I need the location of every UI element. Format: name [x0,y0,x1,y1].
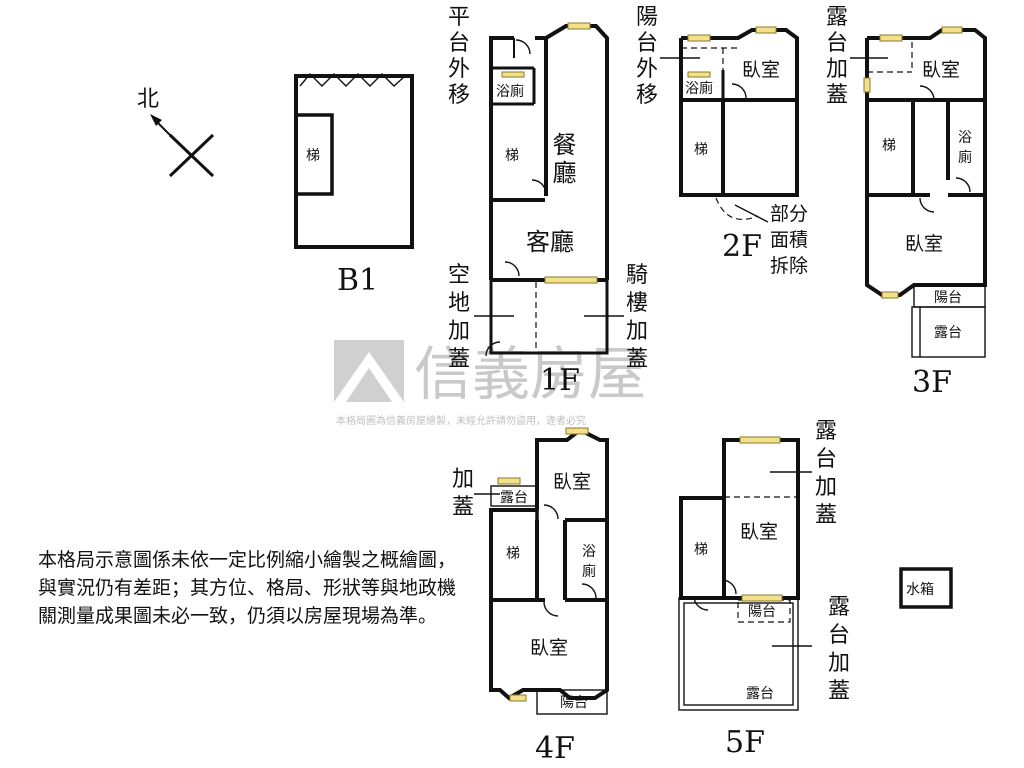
svg-text:加: 加 [448,319,470,344]
5f-bedroom-label: 臥室 [740,521,778,543]
1f-note-platform: 平 台 外 移 [448,5,470,108]
svg-text:台: 台 [828,623,850,648]
1f-stair-label: 梯 [505,148,519,164]
3f-bath-label-2: 廁 [958,149,972,166]
svg-text:加: 加 [452,467,474,492]
svg-text:蓋: 蓋 [826,83,848,108]
3f-terrace-label: 露台 [934,325,962,341]
1f-bath-label: 浴廁 [496,83,524,100]
svg-text:外: 外 [636,57,658,82]
svg-text:蓋: 蓋 [626,347,648,372]
floor-4f: 臥室 露台 梯 浴 廁 臥室 陽台 加 蓋 4F [452,427,609,766]
svg-text:台: 台 [826,31,848,56]
2f-floor-label: 2F [722,229,762,264]
floor-5f: 梯 臥室 陽台 露台 露 台 加 蓋 露 台 加 蓋 水箱 5F [678,419,953,760]
4f-note-add: 加 蓋 [452,467,474,520]
svg-text:陽: 陽 [636,5,658,30]
4f-stair-label: 梯 [506,546,520,562]
north-label: 北 [137,87,159,112]
b1-floor-label: B1 [337,263,378,298]
4f-balcony-label: 陽台 [560,695,588,711]
floor-1f: 浴廁 梯 餐廳 客廳 平 台 外 移 空 地 加 蓋 騎 樓 加 蓋 1F [448,5,648,398]
svg-text:蓋: 蓋 [452,495,474,520]
svg-text:露: 露 [828,595,850,620]
disclaimer-text: 本格局示意圖係未依一定比例縮小繪製之概繪圖，與實況仍有差距；其方位、格局、形狀等… [38,549,457,627]
4f-bedroom-top-label: 臥室 [553,471,591,493]
5f-water-tank-label: 水箱 [906,582,934,598]
b1-stair-label: 梯 [306,148,320,164]
1f-floor-label: 1F [540,363,580,398]
4f-bath-label-1: 浴 [582,544,596,560]
5f-terrace-label: 露台 [746,686,774,702]
3f-stair-label: 梯 [882,138,896,154]
svg-text:露: 露 [826,5,848,30]
3f-note-terrace: 露 台 加 蓋 [826,5,848,108]
svg-text:面積: 面積 [770,229,808,251]
2f-note-balcony: 陽 台 外 移 [636,5,658,108]
floor-b1: 梯 B1 [294,72,414,298]
svg-text:拆除: 拆除 [770,255,808,277]
floor-3f: 臥室 梯 浴 廁 臥室 陽台 露台 露 台 加 蓋 3F [826,5,987,400]
svg-text:台: 台 [815,447,837,472]
svg-text:地: 地 [448,291,470,316]
svg-text:加: 加 [815,475,837,500]
3f-bedroom-top-label: 臥室 [922,59,960,81]
svg-text:加: 加 [626,319,648,344]
svg-text:蓋: 蓋 [815,503,837,528]
svg-text:移: 移 [636,83,658,108]
svg-text:部分: 部分 [770,203,808,225]
2f-stair-label: 梯 [694,142,708,158]
1f-note-arcade: 騎 樓 加 蓋 [626,263,648,372]
svg-text:蓋: 蓋 [828,679,850,704]
svg-text:空: 空 [448,263,470,288]
watermark-notice: 本格局圖為信義房屋繪製，未經允許請勿盜用，違者必究 [336,414,586,427]
svg-text:露: 露 [815,419,837,444]
svg-text:台: 台 [448,31,470,56]
3f-bath-label-1: 浴 [958,130,972,146]
svg-text:蓋: 蓋 [448,347,470,372]
svg-text:移: 移 [448,83,470,108]
watermark: 信義房屋 本格局圖為信義房屋繪製，未經允許請勿盜用，違者必究 [334,340,646,427]
4f-floor-label: 4F [535,731,575,766]
4f-terrace-label: 露台 [500,490,528,506]
svg-text:加: 加 [828,651,850,676]
watermark-logo-icon [334,340,404,402]
north-arrow-icon [150,114,162,126]
2f-bedroom-label: 臥室 [742,59,780,81]
4f-bedroom-bottom-label: 臥室 [530,637,568,659]
5f-floor-label: 5F [725,725,765,760]
floor-2f: 臥室 浴廁 梯 陽 台 外 移 部分 面積 拆除 2F [636,5,808,277]
2f-note-demolish: 部分 面積 拆除 [770,203,808,277]
3f-balcony-label: 陽台 [934,290,962,306]
svg-text:台: 台 [636,31,658,56]
5f-note-terrace-bottom: 露 台 加 蓋 [828,595,850,704]
5f-stair-label: 梯 [694,542,708,558]
3f-floor-label: 3F [912,365,952,400]
svg-text:平: 平 [448,5,470,30]
compass: 北 [137,87,215,178]
5f-note-terrace-top: 露 台 加 蓋 [815,419,837,528]
2f-bath-label: 浴廁 [685,80,713,97]
3f-bedroom-bottom-label: 臥室 [905,233,943,255]
1f-dining-label-1: 餐廳 [548,132,576,188]
svg-text:樓: 樓 [626,291,648,316]
1f-note-yard: 空 地 加 蓋 [448,263,470,372]
5f-balcony-label: 陽台 [748,604,776,620]
svg-text:加: 加 [826,57,848,82]
1f-living-label: 客廳 [526,228,574,256]
svg-text:騎: 騎 [626,263,648,288]
4f-bath-label-2: 廁 [582,563,596,580]
svg-text:外: 外 [448,57,470,82]
